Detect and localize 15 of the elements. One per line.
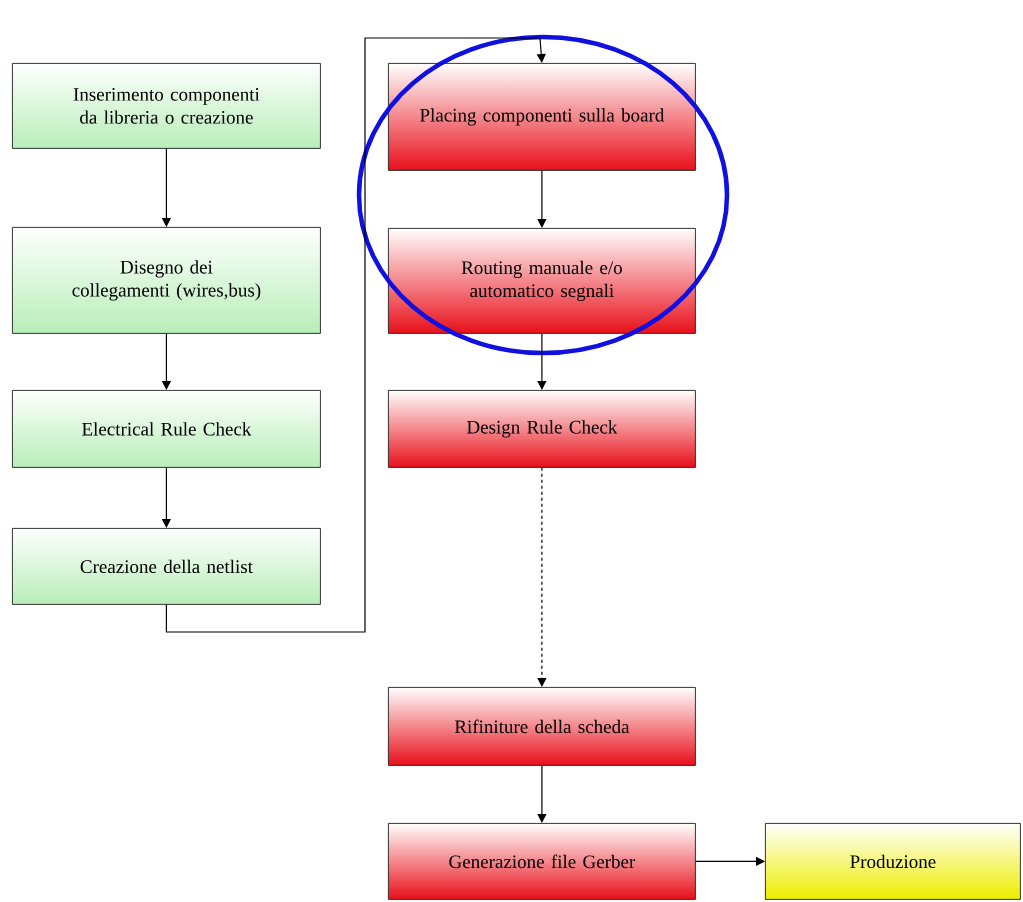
arrow [165, 37, 546, 633]
arrow [537, 467, 547, 687]
process-box: Electrical Rule Check [12, 390, 321, 468]
arrow [537, 765, 547, 823]
process-box: Design Rule Check [388, 390, 696, 468]
process-box: Disegno dei collegamenti (wires,bus) [12, 227, 321, 334]
process-box: Inserimento componenti da libreria o creazione [12, 63, 321, 149]
process-box: Generazione file Gerber [388, 823, 696, 900]
process-box: Placing componenti sulla board [388, 63, 696, 171]
arrow [537, 170, 547, 228]
process-box: Creazione della netlist [12, 528, 321, 605]
process-box: Routing manuale e/o automatico segnali [388, 228, 696, 334]
process-box: Produzione [765, 823, 1021, 900]
arrow [537, 333, 547, 390]
process-box: Rifiniture della scheda [388, 687, 696, 766]
